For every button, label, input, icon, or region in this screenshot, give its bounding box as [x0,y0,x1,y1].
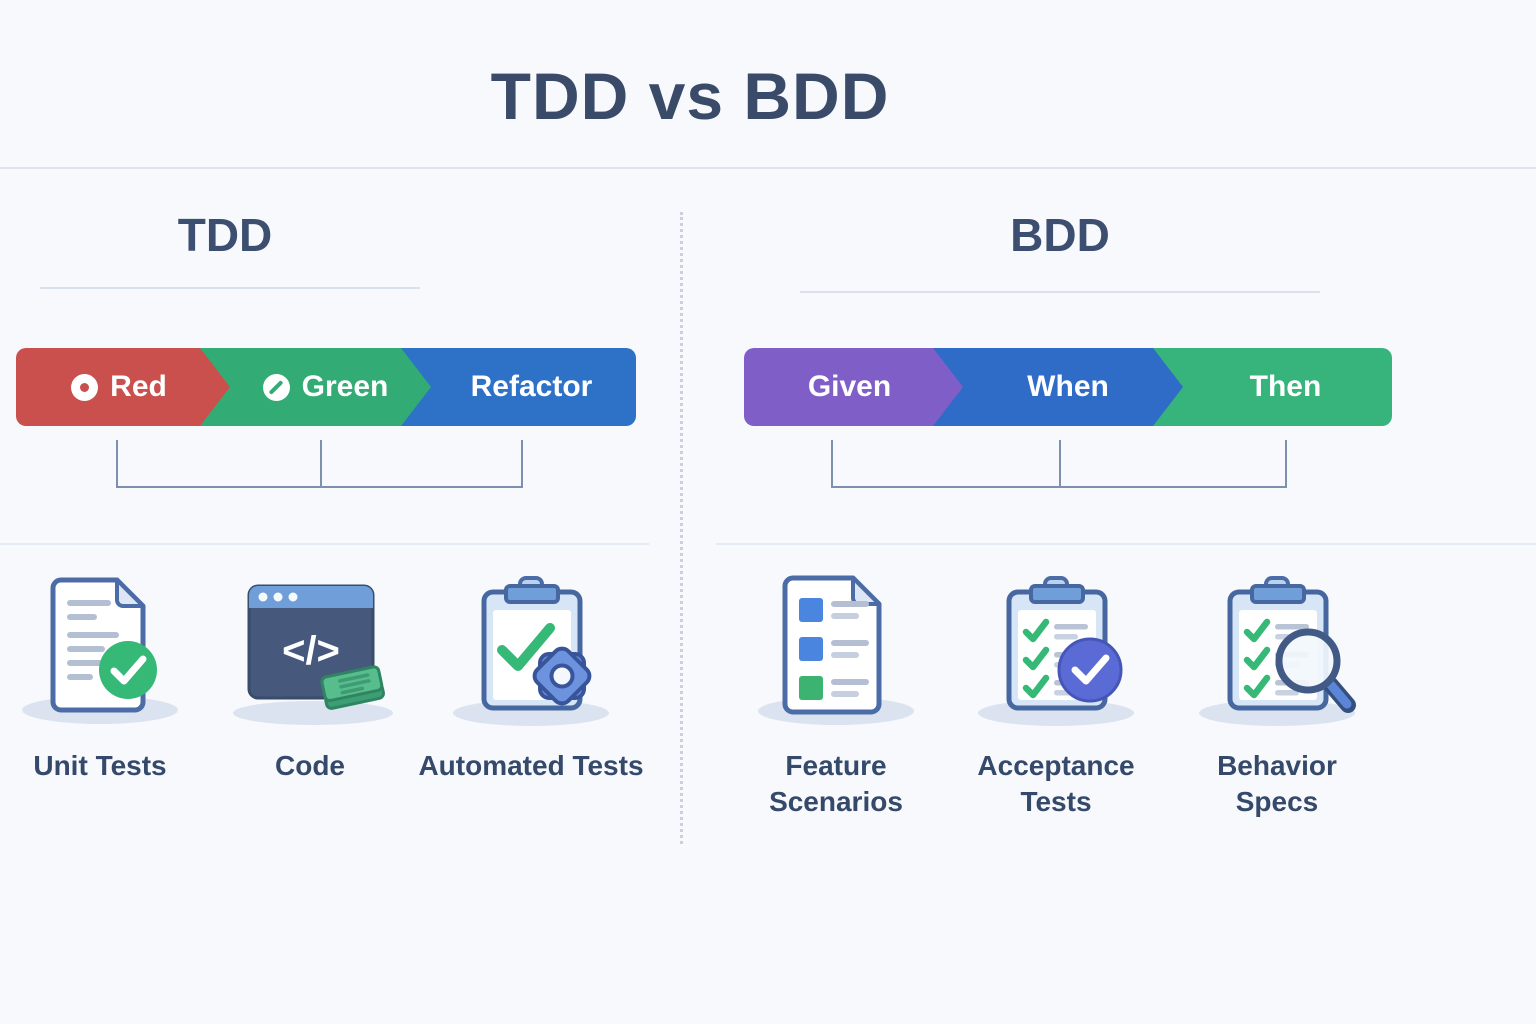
chevron-given-label: Given [807,370,892,403]
check-icon [1071,654,1110,685]
label-unit-tests: Unit Tests [33,750,167,781]
bdd-bracket [831,440,1287,488]
check-icon [497,623,555,671]
record-dot-icon [71,374,98,401]
chevron-given: Given [744,348,981,426]
magnifier-icon [1275,628,1356,713]
chevron-refactor: Refactor [401,348,636,426]
chevron-then: Then [1153,348,1392,426]
tdd-bracket-middle-tick [319,440,322,486]
window-header [249,586,373,608]
tdd-column-heading: TDD [177,209,273,261]
chevron-when: When [933,348,1203,426]
label-code: Code [275,750,345,781]
chevron-then-label: Then [1249,370,1322,403]
tdd-section-divider [0,543,649,545]
gear-icon [532,646,592,706]
clipboard-check-badge-icon [978,576,1134,726]
chevron-red: Red [16,348,248,426]
top-divider-line [0,167,1536,169]
check-badge [1057,637,1123,703]
code-window-icon: </> [233,584,393,725]
bdd-section-divider [716,543,1536,545]
feature-list-document-icon [758,575,914,725]
chevron-when-label: When [1027,370,1109,403]
clipboard-magnifier-icon [1199,576,1356,726]
code-glyph: </> [282,629,340,673]
clipboard-clip [504,584,560,604]
folded-corner [851,576,881,606]
feature-list-rows [799,598,869,700]
tdd-bracket [116,440,523,488]
label-feature-scenarios: Feature Scenarios [769,750,903,818]
window-dots-icon [258,592,298,602]
clipboard-gear-icon [453,576,609,726]
chevron-refactor-label: Refactor [470,370,593,403]
bdd-column-heading: BDD [1010,209,1110,261]
document-check-icon [22,577,178,724]
label-automated-tests: Automated Tests [418,750,644,781]
icon-shadow [233,701,393,725]
clipboard-clip [1250,584,1306,604]
tdd-heading-underline [40,287,420,289]
check-icon [110,655,147,685]
label-behavior-specs: Behavior Specs [1217,750,1337,818]
chevron-green-label: Green [301,370,389,403]
green-book-icon [320,665,385,710]
slash-circle-icon [263,374,290,401]
bdd-bracket-middle-tick [1059,440,1061,486]
check-circle [99,641,157,699]
chevron-red-label: Red [110,370,167,403]
chevron-green: Green [200,348,451,426]
bdd-heading-underline [800,291,1320,293]
clipboard-clip [1029,584,1085,604]
folded-corner [115,578,145,608]
column-dotted-divider [680,212,683,844]
page-title: TDD vs BDD [490,59,890,133]
label-acceptance-tests: Acceptance Tests [977,750,1135,818]
document-text-lines [67,600,119,680]
